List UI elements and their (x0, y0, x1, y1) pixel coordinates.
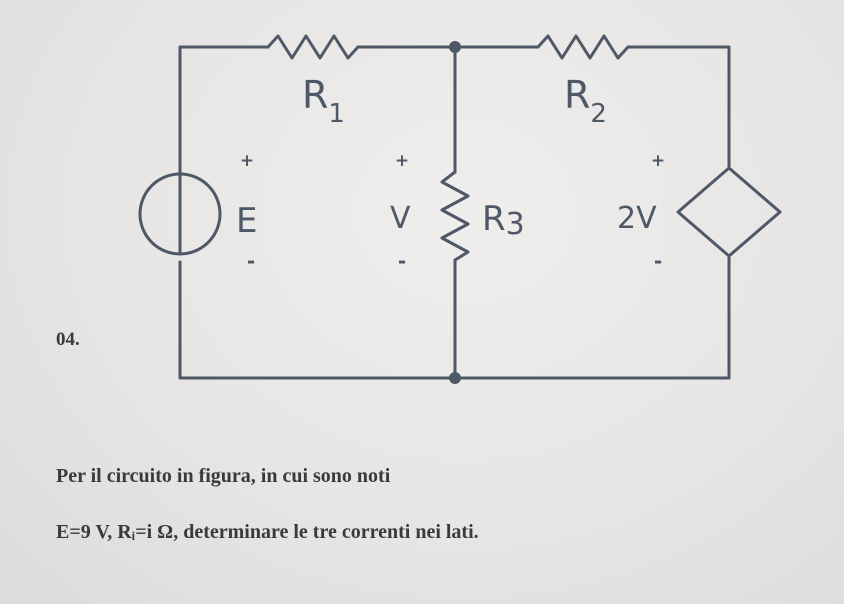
problem-text-line-1: Per il circuito in figura, in cui sono n… (56, 465, 391, 487)
circuit-diagram: R1 R2 R3 E V 2V + - + - + - (138, 34, 782, 384)
node-bottom (449, 372, 461, 384)
problem-text-line-2: E=9 V, Rᵢ=i Ω, determinare le tre corren… (56, 521, 479, 543)
resistor-r3 (440, 170, 470, 262)
e-label: E (236, 201, 257, 241)
e-plus-sign: + (240, 151, 254, 171)
r2-label: R2 (564, 73, 607, 129)
r1-subscript: 1 (328, 99, 345, 129)
r2-subscript: 2 (590, 99, 607, 129)
r3-subscript: 3 (506, 207, 525, 242)
resistor-r2 (536, 34, 630, 60)
r1-label: R1 (302, 73, 345, 129)
e-minus-sign: - (247, 249, 255, 273)
v-label: V (390, 201, 411, 236)
resistor-r1 (266, 34, 360, 60)
dep-plus-sign: + (651, 151, 665, 171)
wire-top-right (626, 45, 731, 170)
dep-minus-sign: - (654, 249, 662, 273)
r3-label: R3 (482, 199, 525, 242)
dependent-source-label: 2V (617, 201, 657, 236)
question-number: 04. (56, 329, 80, 350)
v-plus-sign: + (395, 151, 409, 171)
node-top (449, 41, 461, 53)
dependent-voltage-source (676, 166, 782, 258)
v-minus-sign: - (398, 249, 406, 273)
wire-top-left (178, 45, 270, 212)
